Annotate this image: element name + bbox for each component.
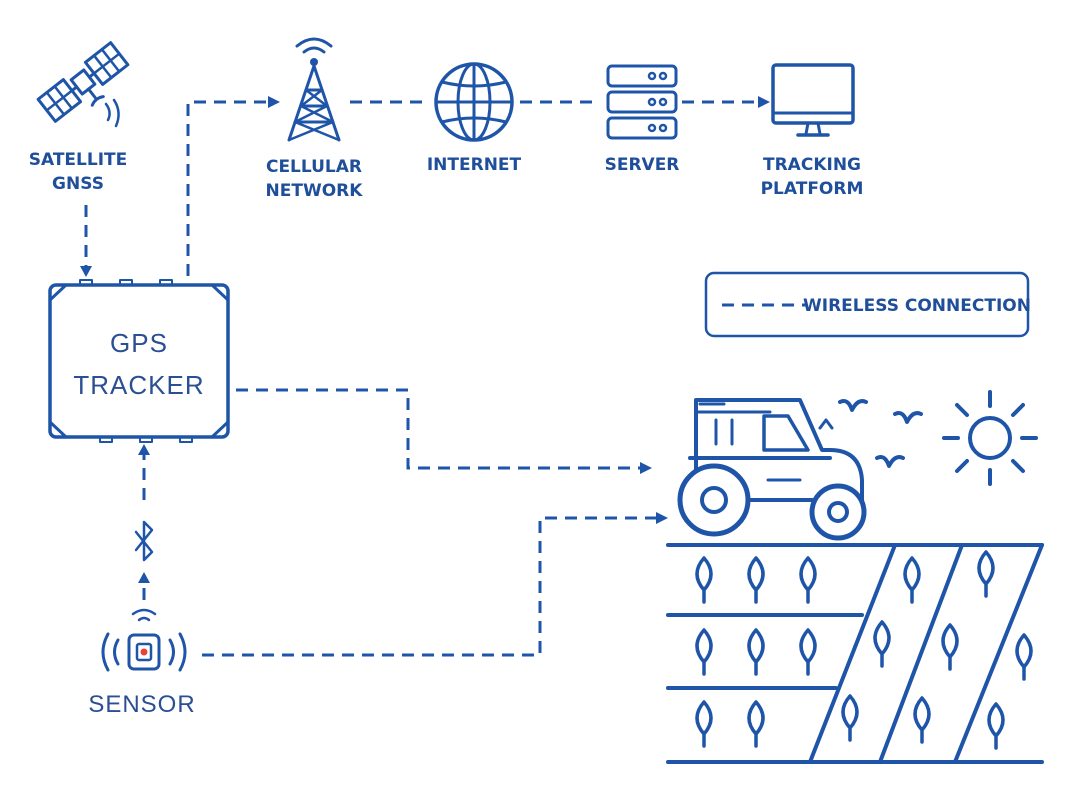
- sensor-icon: [101, 608, 187, 672]
- platform-label-line1: TRACKING: [763, 155, 861, 175]
- plant-icon: [747, 700, 765, 748]
- plant-icon: [747, 556, 765, 604]
- plant-icon: [747, 628, 765, 676]
- arrowhead-up: [138, 444, 150, 455]
- legend: WIRELESS CONNECTION: [704, 271, 1031, 338]
- plant-icon: [987, 702, 1005, 750]
- connector-tracker-tractor: [236, 388, 640, 470]
- arrowhead-down: [80, 266, 92, 277]
- signal-waves: [104, 98, 120, 128]
- connectors: [80, 96, 770, 657]
- satellite-label-line2: GNSS: [52, 174, 104, 194]
- plants-group: [695, 550, 1033, 750]
- arrowhead-right: [758, 96, 770, 108]
- server-icon: [606, 64, 678, 140]
- plant-icon: [799, 556, 817, 604]
- plant-icon: [695, 628, 713, 676]
- tractor-icon: [677, 398, 867, 541]
- plant-icon: [841, 694, 859, 742]
- connector-tracker-cellular: [186, 100, 268, 276]
- tracker-label-line1: GPS: [110, 328, 168, 358]
- plant-icon: [873, 620, 891, 668]
- globe-icon: [434, 62, 514, 142]
- plant-icon: [977, 550, 995, 598]
- legend-label: WIRELESS CONNECTION: [803, 296, 1031, 316]
- plant-icon: [903, 556, 921, 604]
- sensor-label: SENSOR: [88, 691, 195, 718]
- internet-label: INTERNET: [427, 155, 522, 175]
- cellular-label-line2: NETWORK: [266, 181, 364, 201]
- server-label: SERVER: [605, 155, 680, 175]
- arrowhead-right: [640, 462, 652, 474]
- plant-icon: [913, 696, 931, 744]
- cellular-label-line1: CELLULAR: [266, 157, 362, 177]
- platform-label-line2: PLATFORM: [761, 179, 864, 199]
- monitor-icon: [771, 63, 855, 137]
- connector-sensor-field: [202, 516, 656, 657]
- tracker-label-line2: TRACKER: [73, 370, 204, 400]
- plant-icon: [941, 623, 959, 671]
- arrowhead-right: [268, 96, 280, 108]
- satellite-icon: [36, 41, 130, 123]
- cell-tower-icon: [287, 37, 341, 142]
- sun-icon: [942, 390, 1038, 486]
- plant-icon: [799, 628, 817, 676]
- satellite-label-line1: SATELLITE: [29, 150, 128, 170]
- bluetooth-icon: [134, 520, 154, 562]
- plant-icon: [1015, 633, 1033, 681]
- arrowhead-right: [656, 512, 668, 524]
- gps-tracker-device: GPS TRACKER: [48, 279, 230, 443]
- plant-icon: [695, 700, 713, 748]
- field-icon: [666, 543, 1044, 764]
- bird-icon: [838, 399, 923, 468]
- plant-icon: [695, 556, 713, 604]
- arrowhead-up: [138, 572, 150, 583]
